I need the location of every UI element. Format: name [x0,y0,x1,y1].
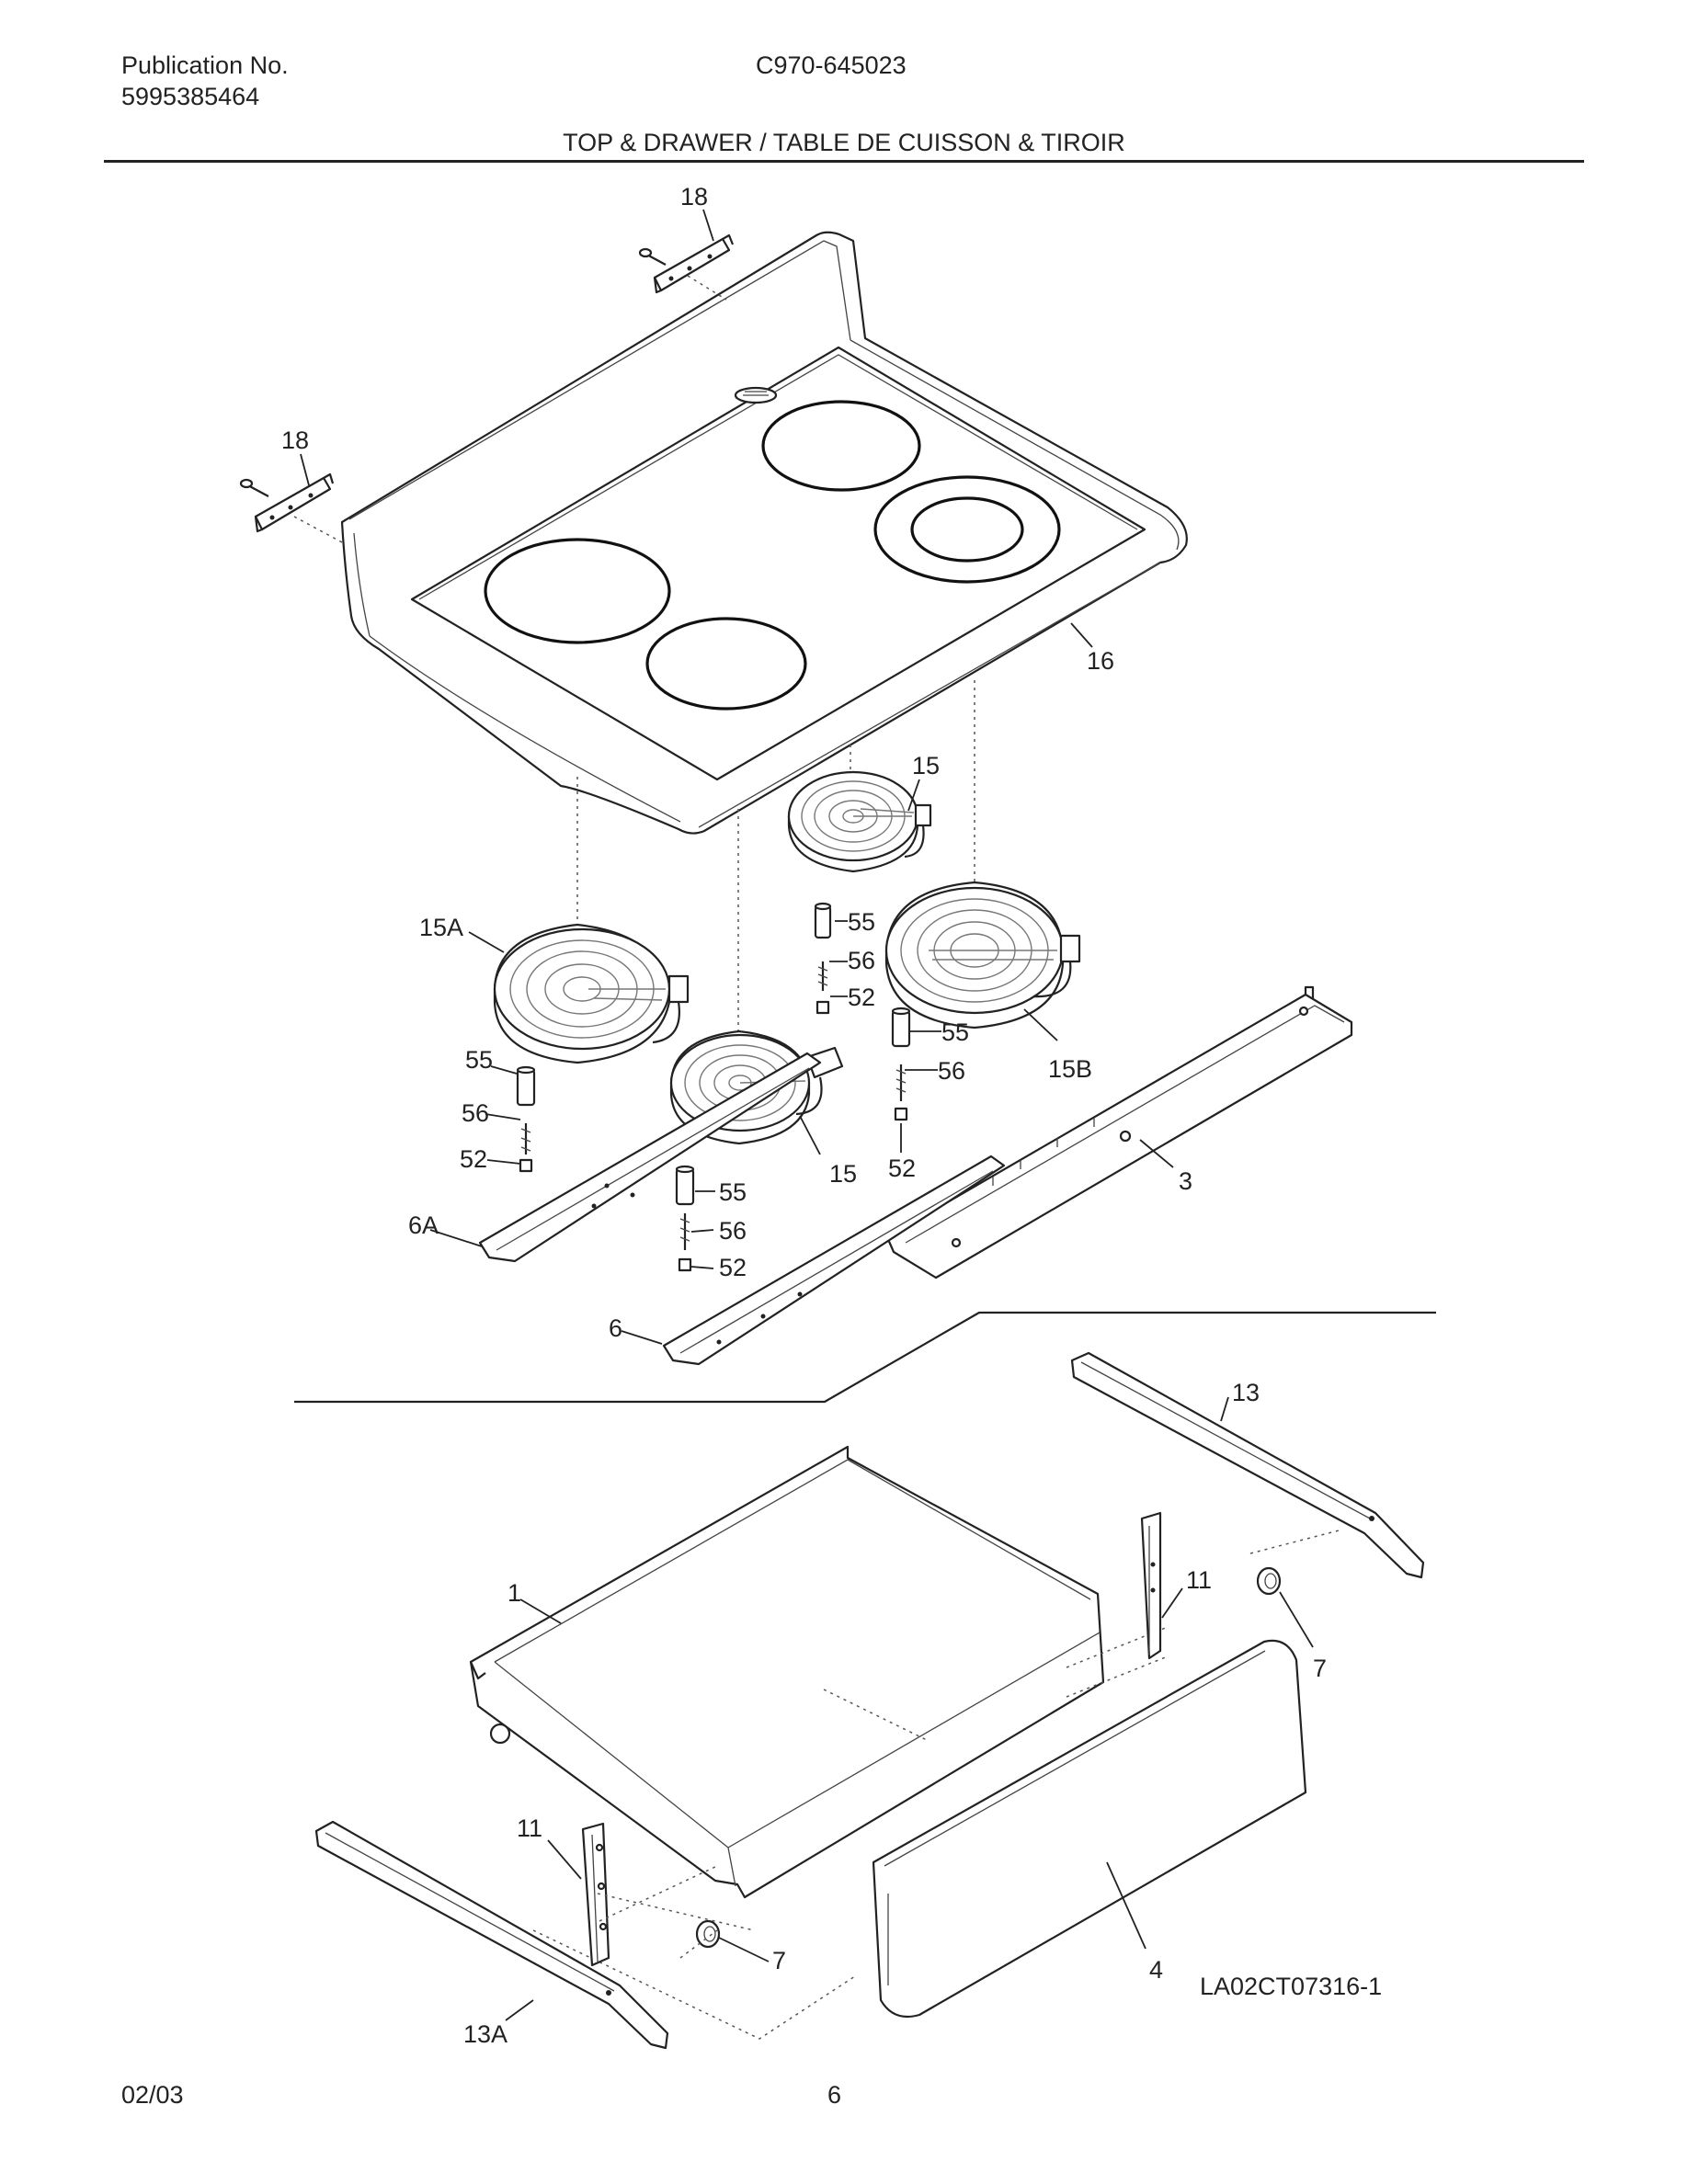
hardware-stack-right [891,1007,911,1121]
footer-date: 02/03 [121,2081,184,2109]
roller-7-left [679,1919,721,1959]
hardware-stack-left [516,1065,536,1173]
leader-lines [300,209,1314,2021]
callout-18-top: 18 [680,183,708,210]
callout-56-left: 56 [462,1099,489,1127]
drawer-front-4 [872,1639,1307,2019]
callout-16: 16 [1087,647,1114,675]
publication-label: Publication No. [121,51,289,79]
callout-18-left: 18 [281,427,309,454]
callout-52-left: 52 [460,1145,487,1173]
diagram-code: LA02CT07316-1 [1200,1973,1383,2000]
rail-6a [478,1052,822,1263]
callout-56-front: 56 [719,1217,747,1245]
rail-3 [885,985,1353,1280]
callout-55-left: 55 [465,1046,493,1074]
callout-13: 13 [1232,1379,1260,1406]
bracket-18-top [638,233,735,301]
callout-56-right: 56 [938,1057,965,1085]
callout-7-right: 7 [1313,1655,1327,1682]
section-title: TOP & DRAWER / TABLE DE CUISSON & TIROIR [563,129,1125,156]
callout-52-center: 52 [848,984,875,1011]
callout-55-right: 55 [941,1018,969,1046]
hardware-stack-center [814,902,832,1015]
callout-55-center: 55 [848,908,875,936]
callout-4: 4 [1149,1956,1163,1984]
surface-element-15b [884,881,1081,1029]
callout-6: 6 [609,1314,622,1342]
callout-7-left: 7 [772,1947,786,1974]
hardware-stack-front [675,1165,695,1272]
callout-labels: 18 18 16 15 15A 55 56 52 55 56 52 15B 55… [281,183,1327,2048]
callout-15a: 15A [419,914,463,941]
callout-56-center: 56 [848,947,875,974]
page-number: 6 [827,2081,842,2109]
callout-15-upper: 15 [912,752,940,779]
callout-11-right: 11 [1186,1566,1212,1594]
roller-7-right [1256,1566,1282,1596]
callout-13a: 13A [463,2020,508,2048]
drawer-slide-13 [1070,1351,1425,1579]
bracket-11-right [1140,1511,1162,1660]
section-separator [294,1311,1436,1404]
callout-1: 1 [508,1579,521,1607]
callout-11-left: 11 [517,1814,542,1842]
drawer-slide-13a [314,1820,856,2050]
callout-3: 3 [1179,1167,1192,1195]
callout-52-right: 52 [888,1155,916,1182]
callout-55-front: 55 [719,1178,747,1206]
surface-element-15-lower [669,1029,844,1145]
cooktop-16 [340,231,1188,835]
header-rule [104,160,1584,163]
publication-number: 5995385464 [121,83,260,110]
bracket-11-left [581,1822,755,1967]
model-number: C970-645023 [756,51,907,79]
surface-element-15-upper [787,770,932,873]
callout-6a: 6A [408,1211,439,1239]
rail-6 [662,1155,1006,1366]
surface-element-15a [493,923,690,1064]
callout-52-front: 52 [719,1254,747,1281]
callout-15b: 15B [1048,1055,1092,1083]
callout-15-lower: 15 [829,1160,857,1188]
bracket-18-left [239,472,343,543]
